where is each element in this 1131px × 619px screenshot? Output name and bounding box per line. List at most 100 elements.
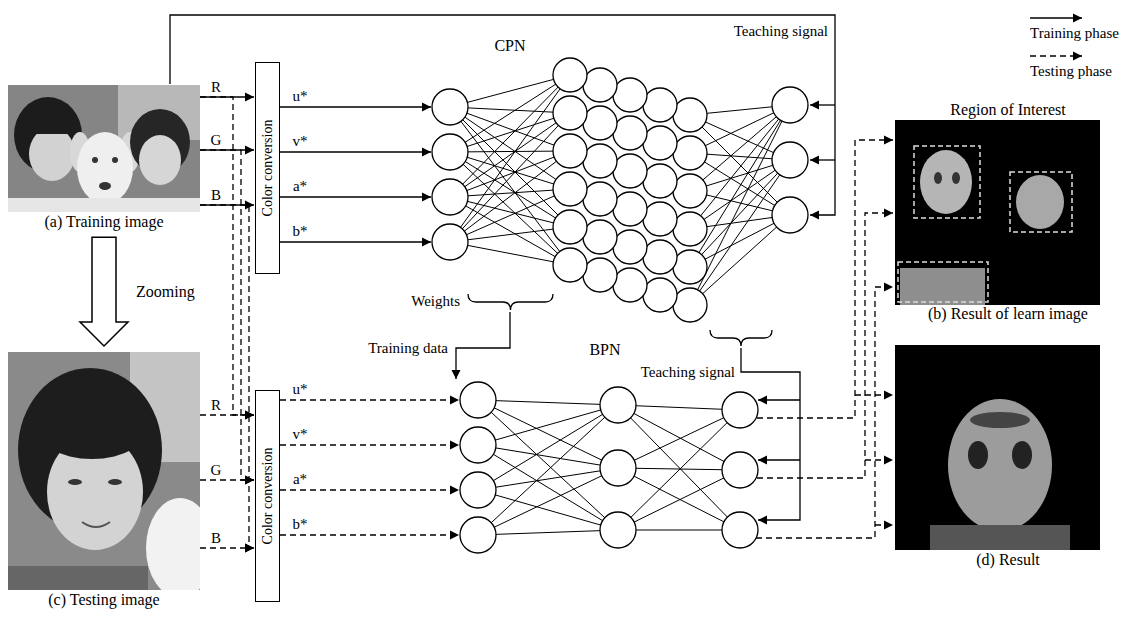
image-caption: (a) Training image <box>8 212 200 231</box>
photo-dog <box>146 498 200 590</box>
hidden-neuron <box>643 88 677 122</box>
input-line <box>280 489 459 490</box>
hidden-neuron <box>613 116 647 150</box>
output-neuron <box>722 512 758 548</box>
network-link <box>478 468 618 490</box>
photo-face <box>139 135 181 185</box>
testing-photo <box>8 352 200 590</box>
photo-arms <box>8 198 200 212</box>
box-label: Color conversion <box>259 448 276 545</box>
input-neuron <box>460 382 496 418</box>
process-box: Color conversion <box>255 390 280 602</box>
signal-line <box>200 150 254 480</box>
teaching-signal-line <box>758 459 800 460</box>
input-neuron <box>432 89 468 125</box>
result-spot <box>1012 441 1032 469</box>
hidden-neuron <box>673 250 707 284</box>
result-ground <box>895 345 1100 550</box>
training-photo <box>8 85 200 212</box>
teaching-signal-line <box>741 348 800 520</box>
channel-label: v* <box>293 132 308 150</box>
photo-dog-nose <box>99 182 111 190</box>
result-line <box>756 287 893 538</box>
channel-label: u* <box>293 87 308 105</box>
network-link <box>618 410 740 468</box>
input-line <box>280 444 459 445</box>
network-link <box>450 75 570 197</box>
result-face <box>948 399 1052 531</box>
channel-label: a* <box>293 470 307 488</box>
image-caption: (d) Result <box>890 550 1126 569</box>
channel-label: R <box>211 396 221 414</box>
roi-box <box>898 262 988 302</box>
network-link <box>478 468 618 535</box>
result-ground <box>895 120 1100 305</box>
hidden-neuron <box>673 288 707 322</box>
hidden-neuron <box>613 78 647 112</box>
channel-label: v* <box>293 425 308 443</box>
network-link <box>478 490 618 530</box>
photo-panel: (d) Result <box>890 345 1126 569</box>
training-data-line <box>456 312 510 379</box>
result-spot <box>968 441 988 469</box>
image-caption: (c) Testing image <box>8 590 200 609</box>
signal-name: Teaching signal <box>734 22 828 40</box>
photo-space <box>890 345 1126 550</box>
teaching-signal-line <box>810 159 835 160</box>
photo-dog-eye <box>92 157 98 163</box>
hidden-neuron <box>613 154 647 188</box>
legend-sample <box>1030 55 1082 56</box>
result-line <box>757 213 893 478</box>
channel-label: u* <box>293 380 308 398</box>
input-line <box>280 151 431 152</box>
result-shoulder <box>930 525 1070 550</box>
photo-face <box>29 127 75 181</box>
network-link <box>618 405 740 470</box>
photo-body <box>8 566 148 590</box>
hidden-neuron <box>553 58 587 92</box>
input-line <box>280 534 459 535</box>
photo-space <box>8 85 200 212</box>
hidden-neuron <box>583 68 617 102</box>
channel-label: a* <box>293 177 307 195</box>
network-link <box>618 468 740 530</box>
hidden-neuron <box>583 182 617 216</box>
output-neuron <box>722 452 758 488</box>
signal-line <box>200 96 254 97</box>
hidden-neuron <box>613 230 647 264</box>
channel-label: G <box>211 131 222 149</box>
result-face <box>1016 175 1064 229</box>
network-link <box>450 152 570 265</box>
channel-label: B <box>211 186 221 204</box>
hidden-neuron <box>643 202 677 236</box>
channel-label: G <box>211 461 222 479</box>
hidden-neuron <box>583 258 617 292</box>
photo-dog <box>77 132 133 204</box>
bracket-label: Weights <box>411 292 460 310</box>
teaching-signal-line <box>810 104 835 105</box>
photo-hair <box>30 118 74 134</box>
channel-label: b* <box>293 515 308 533</box>
hidden-neuron <box>553 172 587 206</box>
hidden-neuron <box>643 278 677 312</box>
hidden-neuron <box>583 220 617 254</box>
photo-panel: (c) Testing image <box>8 352 200 609</box>
neural-network <box>432 58 808 553</box>
signal-line <box>200 547 254 548</box>
network-link <box>478 445 618 468</box>
hidden-neuron <box>553 210 587 244</box>
process-box: Color conversion <box>255 62 280 274</box>
hidden-neuron <box>553 134 587 168</box>
network-link <box>450 197 570 265</box>
input-neuron <box>460 427 496 463</box>
photo-eye <box>68 479 82 485</box>
input-line <box>280 241 431 242</box>
hidden-neuron <box>673 136 707 170</box>
network-link <box>478 405 618 490</box>
input-neuron <box>460 517 496 553</box>
hidden-neuron <box>643 126 677 160</box>
hidden-neuron <box>600 512 636 548</box>
network-link <box>478 400 618 530</box>
test-result-image <box>895 345 1100 550</box>
